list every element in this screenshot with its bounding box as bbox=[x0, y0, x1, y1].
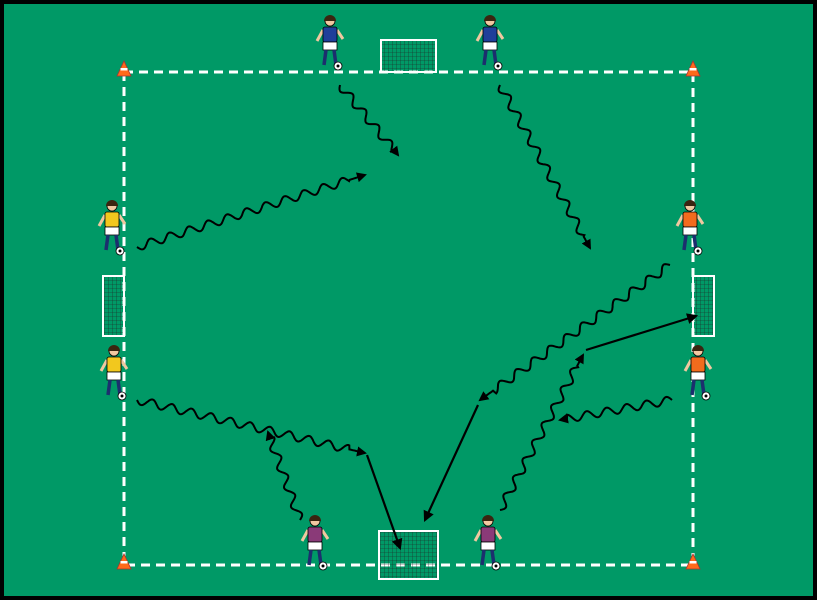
pass-arrow bbox=[585, 313, 699, 352]
cone-icon bbox=[116, 60, 132, 77]
player-left-lower bbox=[99, 345, 129, 401]
player-bottom-left bbox=[300, 515, 330, 571]
ball-icon bbox=[693, 246, 703, 256]
ball-icon bbox=[117, 391, 127, 401]
cone-icon bbox=[685, 60, 701, 77]
ball-icon bbox=[318, 561, 328, 571]
dribble-arrow bbox=[499, 353, 584, 511]
ball-icon bbox=[701, 391, 711, 401]
ball-icon bbox=[333, 61, 343, 71]
pass-arrow bbox=[423, 404, 479, 522]
dribble-arrow bbox=[338, 84, 400, 157]
cone-icon bbox=[685, 553, 701, 570]
goal-right bbox=[692, 275, 715, 337]
dribble-arrow bbox=[497, 84, 591, 250]
cone-icon bbox=[116, 553, 132, 570]
goal-top bbox=[380, 39, 437, 73]
player-left-upper bbox=[97, 200, 127, 256]
ball-icon bbox=[491, 561, 501, 571]
dribble-arrow bbox=[136, 398, 367, 457]
dribble-arrow bbox=[478, 263, 671, 402]
player-top-left bbox=[315, 15, 345, 71]
pitch-surface bbox=[4, 4, 813, 596]
player-right-lower bbox=[683, 345, 713, 401]
goal-left bbox=[102, 275, 125, 337]
player-bottom-right bbox=[473, 515, 503, 571]
pass-arrow bbox=[365, 454, 403, 551]
ball-icon bbox=[493, 61, 503, 71]
goal-bottom bbox=[378, 530, 439, 580]
dribble-arrow bbox=[136, 172, 367, 251]
player-right-upper bbox=[675, 200, 705, 256]
dribble-arrow bbox=[265, 430, 304, 521]
ball-icon bbox=[115, 246, 125, 256]
dribble-arrow bbox=[558, 395, 673, 424]
player-top-right bbox=[475, 15, 505, 71]
